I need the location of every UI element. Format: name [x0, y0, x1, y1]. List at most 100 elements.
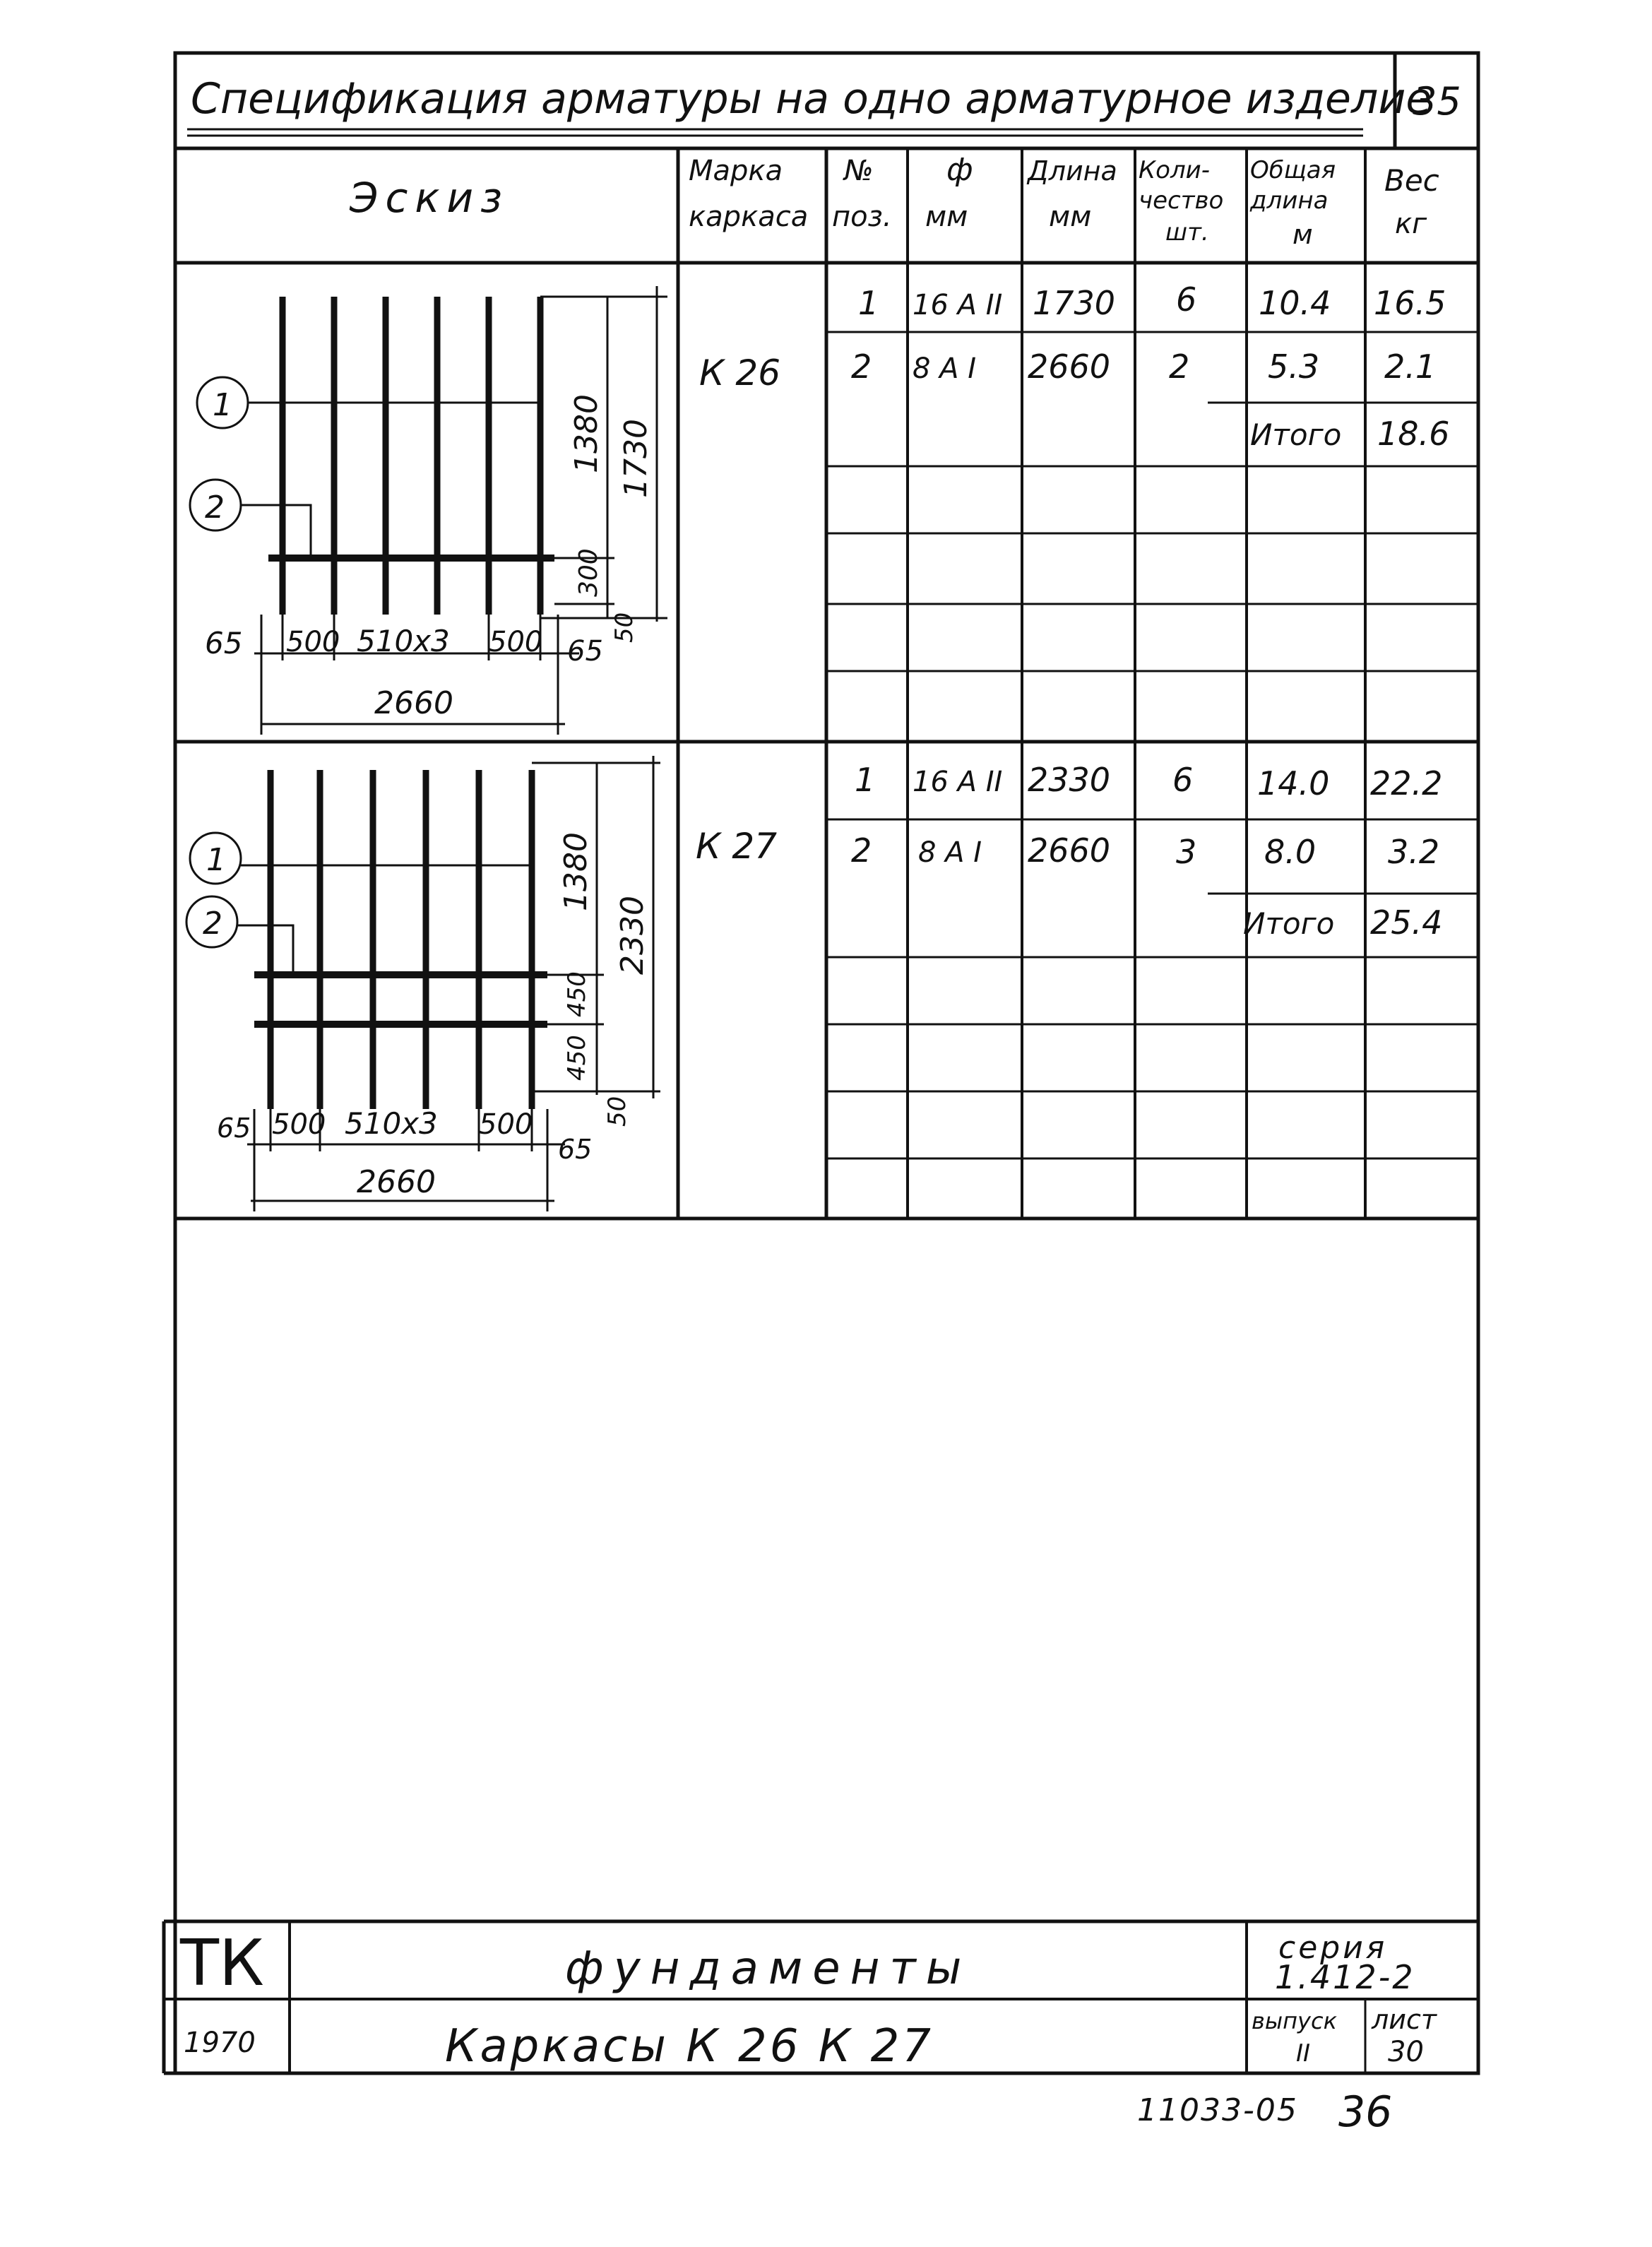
- k26-row-2: 2 8 А I 2660 2 5.3 2.1: [851, 348, 1436, 386]
- page-mark: 36: [1338, 2087, 1392, 2137]
- stamp-series-label: серия: [1278, 1930, 1387, 1966]
- dim-label: 510x3: [345, 1106, 438, 1141]
- dim-label: 2660: [374, 685, 453, 721]
- header-total: длина: [1249, 186, 1328, 215]
- cell-pos: 1: [858, 284, 879, 322]
- dim-label: 500: [272, 1108, 326, 1141]
- callout-label: 2: [205, 490, 225, 526]
- cell-total: 5.3: [1268, 348, 1319, 386]
- k26-sketch: 1 2 1380 1730 300 50 65 500 510x3 500 65…: [189, 286, 667, 735]
- callout-label: 2: [203, 906, 222, 942]
- header-qty: Коли-: [1139, 156, 1210, 184]
- k26-mark: К 26: [699, 352, 780, 393]
- k27-mark: К 27: [696, 826, 777, 867]
- callout-circle: [189, 831, 242, 885]
- page-title: Спецификация арматуры на одно арматурное…: [191, 74, 1432, 124]
- stamp-issue-label: выпуск: [1252, 2008, 1338, 2034]
- header-sketch: Эскиз: [349, 174, 509, 222]
- stamp-org: ТК: [179, 1926, 264, 2000]
- k26-leaders: [189, 286, 667, 735]
- dim-label: 500: [286, 626, 340, 658]
- stamp-sheet-label: лист: [1371, 2004, 1438, 2035]
- cell-qty: 6: [1172, 761, 1193, 799]
- cell-dia: 16 А II: [913, 289, 1002, 321]
- stamp-series-value: 1.412-2: [1275, 1958, 1415, 1996]
- stamp-sheet-value: 30: [1388, 2036, 1424, 2068]
- frame-lines: [162, 51, 1480, 2075]
- cell-qty: 6: [1176, 280, 1196, 319]
- dim-label: 300: [574, 548, 603, 597]
- header-dia: мм: [925, 201, 968, 233]
- cell-len: 2660: [1028, 348, 1110, 386]
- k27-row-2: 2 8 А I 2660 3 8.0 3.2: [851, 831, 1439, 871]
- k27-row-1: 1 16 А II 2330 6 14.0 22.2: [855, 761, 1442, 802]
- cell-pos: 2: [851, 831, 872, 870]
- stamp-year: 1970: [184, 2027, 256, 2059]
- dim-label: 510x3: [357, 624, 450, 658]
- dim-label: 50: [603, 1096, 631, 1127]
- dim-label: 1730: [618, 419, 654, 498]
- cell-dia: 8 А I: [913, 352, 976, 385]
- cell-dia: 16 А II: [913, 766, 1002, 798]
- header-qty: чество: [1139, 186, 1223, 215]
- cell-pos: 1: [855, 761, 875, 799]
- header-weight: Вес: [1384, 163, 1439, 198]
- dim-label: 1380: [569, 394, 605, 473]
- k26-row-1: 1 16 А II 1730 6 10.4 16.5: [858, 280, 1446, 322]
- k26-total-label: Итого: [1250, 417, 1341, 452]
- header-total: Общая: [1250, 156, 1336, 184]
- dim-label: 65: [567, 635, 603, 668]
- cell-weight: 22.2: [1370, 764, 1442, 802]
- k26-vertical-bars: [279, 297, 544, 615]
- header-mark: каркаса: [689, 201, 808, 233]
- k27-total-label: Итого: [1243, 906, 1334, 941]
- dim-label: 450: [563, 1035, 591, 1081]
- callout-label: 1: [213, 387, 232, 423]
- cell-len: 1730: [1033, 284, 1115, 322]
- cell-qty: 3: [1176, 833, 1196, 871]
- k27-total-weight: 25.4: [1370, 903, 1442, 942]
- k26-total-weight: 18.6: [1377, 415, 1449, 453]
- header-pos: №: [843, 155, 874, 187]
- k27-horizontal-bars: [254, 971, 547, 1028]
- header-total: м: [1293, 219, 1313, 250]
- dim-label: 500: [489, 626, 542, 658]
- sheet-number: 35: [1413, 79, 1461, 124]
- cell-dia: 8 А I: [918, 836, 982, 869]
- dim-label: 1380: [558, 832, 594, 911]
- dim-label: 2660: [357, 1164, 436, 1200]
- header-dia: ф: [946, 152, 973, 188]
- header-len: Длина: [1026, 155, 1117, 186]
- callout-label: 1: [206, 842, 226, 878]
- dim-label: 65: [558, 1134, 592, 1165]
- dim-label: 450: [563, 971, 591, 1017]
- cell-total: 10.4: [1259, 284, 1331, 322]
- cell-total: 8.0: [1264, 833, 1316, 871]
- dim-label: 65: [205, 626, 242, 660]
- header-weight: кг: [1395, 208, 1427, 240]
- cell-total: 14.0: [1257, 764, 1329, 802]
- k27-leaders: [185, 756, 660, 1211]
- callout-circle: [185, 895, 239, 949]
- dim-label: 2330: [614, 896, 650, 975]
- header-len: мм: [1049, 201, 1091, 233]
- cell-weight: 2.1: [1384, 348, 1436, 386]
- header-pos: поз.: [832, 201, 892, 233]
- k27-vertical-bars: [267, 770, 535, 1109]
- dim-label: 65: [217, 1113, 251, 1144]
- cell-pos: 2: [851, 348, 872, 386]
- cell-len: 2660: [1028, 831, 1110, 870]
- cell-len: 2330: [1028, 761, 1110, 799]
- dim-label: 50: [610, 612, 638, 643]
- stamp-drawing: Каркасы К 26 К 27: [445, 2020, 934, 2073]
- dim-label: 500: [479, 1108, 533, 1141]
- k27-sketch: 1 2 1380 2330 450 450 50 65 500 510x3 50…: [185, 756, 660, 1211]
- header-mark: Марка: [689, 155, 783, 187]
- cell-weight: 3.2: [1388, 833, 1439, 871]
- stamp-subject: фундаменты: [565, 1943, 971, 1995]
- cell-weight: 16.5: [1374, 284, 1446, 322]
- cell-qty: 2: [1169, 348, 1189, 386]
- stamp-issue-value: II: [1296, 2039, 1310, 2068]
